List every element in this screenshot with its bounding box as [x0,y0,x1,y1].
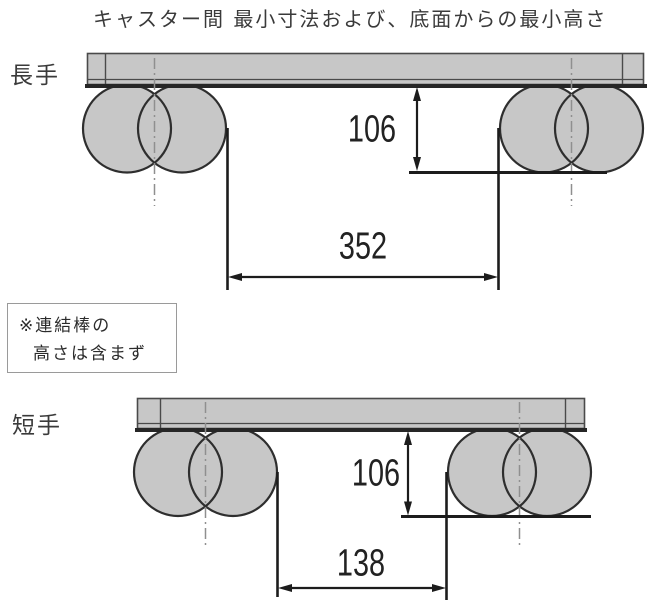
dimension-short-height: 106 [344,453,407,496]
arrowhead-up [404,431,412,445]
note-line-2: 高さは含まず [33,344,147,365]
dimension-short-height-value: 106 [351,452,401,495]
frame-bar-long [85,52,647,88]
dimension-long-height-value: 106 [347,108,397,151]
view-label-short: 短手 [12,413,62,439]
dimensions-short [276,431,591,600]
dimensions-long [226,87,607,290]
arrowhead-down [413,157,421,171]
caster-wheel [555,84,643,173]
arrowhead-up [413,87,421,101]
caster-wheel [503,428,591,516]
dimension-short-width: 138 [329,543,392,586]
view-label-long: 長手 [10,63,60,89]
frame-bar-short [135,397,587,432]
caster-wheel [189,428,277,516]
note-line-1: ※連結棒の [19,316,112,336]
page-title: キャスター間 最小寸法および、底面からの最小高さ [93,7,608,31]
caster-wheels-fill [134,428,591,516]
dimension-short-width-value: 138 [336,542,386,585]
centerlines-short [204,402,521,548]
dimension-long-height: 106 [340,109,403,152]
arrowhead-down [404,501,412,516]
short-side-view [132,397,593,600]
long-side-view [81,52,647,290]
arrowhead-left [228,273,242,281]
centerlines-long [153,58,573,206]
note-box: ※連結棒の 高さは含まず [7,303,177,373]
arrowhead-left [278,584,292,592]
arrowhead-right [432,584,446,592]
caster-wheel [138,84,226,173]
dimension-long-width: 352 [331,226,394,269]
dimension-long-width-value: 352 [338,225,388,268]
caster-wheels-fill [83,84,643,173]
arrowhead-right [484,273,498,281]
